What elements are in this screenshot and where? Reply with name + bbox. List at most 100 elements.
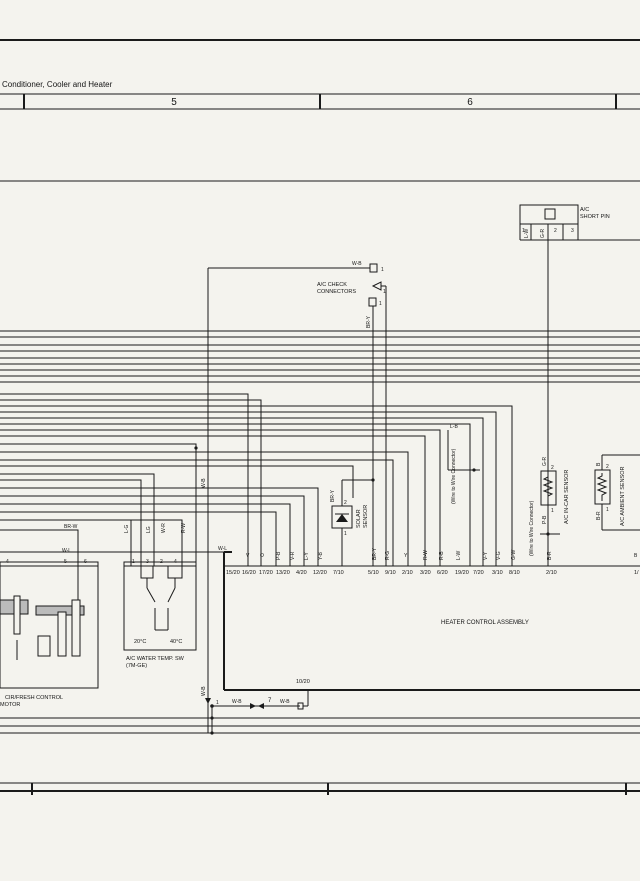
svg-text:19/20: 19/20 [455,570,469,576]
svg-text:W-B: W-B [201,686,207,696]
solar-sensor-label-1: SOLAR [356,509,362,528]
water-temp-sw-label-2: (7M-GE) [126,663,147,669]
column-label-6: 6 [467,97,473,108]
svg-text:6/20: 6/20 [437,570,448,576]
ac-short-pin-label-2: SHORT PIN [580,214,610,220]
svg-text:1: 1 [216,700,219,706]
wire-label-brw: BR-W [64,524,78,530]
wire-label-br-ambient: B-R [596,511,602,520]
connector-10-20: 10/20 [296,679,310,685]
check-connectors-label-2: CONNECTORS [317,289,356,295]
ambient-sensor-pin-1: 1 [606,507,609,513]
recirc-fresh-control-motor: 4 5 6 BR-W W-L CIR/FRESH CONTROL MOTOR [0,524,99,708]
wire-label-pb: P-B [542,515,548,524]
svg-text:O: O [260,553,264,559]
harness-bus-lines [0,330,640,566]
wire-label-b: B [596,462,602,466]
svg-text:V-Y: V-Y [483,551,489,560]
solar-sensor-label-2: SENSOR [363,505,369,528]
svg-text:L-W: L-W [456,551,462,560]
ac-short-pin-connector: 1 2 3 L-W G-R A/C SHORT PIN [519,204,640,535]
incar-sensor-pin-1: 1 [551,508,554,514]
motor-pin-6: 6 [84,559,87,565]
wire-label-bry-solar: BR-Y [330,489,336,502]
ac-water-temp-switch: 1 3 2 4 20°C 40°C L-G LG W-R R-W A/C WAT… [123,523,197,669]
svg-text:BR-Y: BR-Y [372,547,378,560]
svg-text:7/10: 7/10 [333,570,344,576]
section-title: Conditioner, Cooler and Heater [2,80,113,89]
svg-text:W-B: W-B [232,699,242,705]
svg-text:13/20: 13/20 [276,570,290,576]
wire-label-lw: L-W [524,229,530,238]
ground-connector-7: W-B 1 W-B 7 W-B [201,686,309,735]
svg-text:4/20: 4/20 [296,570,307,576]
motor-pin-5: 5 [64,559,67,565]
bottom-wire-colors: V O P-B V-R L-Y Y-B BR-Y R-G Y R-W R-B L… [246,547,638,560]
water-sw-pin-2: 2 [160,559,163,565]
ambient-sensor-pin-2: 2 [606,464,609,470]
wire-label-lg: L-G [124,525,130,533]
solar-sensor-pin-1: 1 [344,531,347,537]
check-conn-pin-top: 1 [381,267,384,273]
svg-text:V-G: V-G [496,551,502,560]
check-conn-pin-bottom: 1 [379,301,382,307]
svg-text:V-R: V-R [290,551,296,560]
solar-sensor-pin-2: 2 [344,500,347,506]
svg-text:8/10: 8/10 [509,570,520,576]
svg-text:9/10: 9/10 [385,570,396,576]
wire-label-lg2: LG [146,526,152,533]
wire-label-rw: R-W [181,523,187,533]
ac-short-pin-label-1: A/C [580,207,589,213]
wire-label-gr: G-R [542,456,548,466]
svg-text:Y-B: Y-B [318,551,324,560]
svg-text:5/10: 5/10 [368,570,379,576]
short-pin-terminal-3: 3 [571,228,574,234]
svg-text:3/20: 3/20 [420,570,431,576]
svg-text:1/: 1/ [634,570,639,576]
svg-text:B: B [634,553,638,559]
svg-text:2/10: 2/10 [546,570,557,576]
svg-text:2/10: 2/10 [402,570,413,576]
recirc-motor-label-2: MOTOR [0,702,20,708]
wire-label-wb-vertical: W-B [201,478,207,488]
wire-label-wr: W-R [161,523,167,533]
recirc-motor-label-1: CIR/FRESH CONTROL [5,695,63,701]
wire-label-wb-top: W-B [352,261,362,267]
short-pin-terminal-1: 1 [522,228,525,234]
svg-text:V: V [246,553,250,559]
check-conn-pin-mid: 1 [383,289,386,295]
wire-label-wl-motor: W-L [62,548,71,554]
svg-text:P-B: P-B [276,551,282,560]
water-sw-pin-4: 4 [174,559,177,565]
wire-to-wire-label-2: (Wire to Wire Connector) [529,500,535,556]
connector-7-label: 7 [268,698,272,704]
svg-text:G-W: G-W [511,549,517,560]
svg-text:R-B: R-B [439,551,445,560]
svg-text:B-R: B-R [547,551,553,560]
water-sw-pin-3: 3 [146,559,149,565]
column-label-5: 5 [171,97,177,108]
svg-text:7/20: 7/20 [473,570,484,576]
short-pin-terminal-2: 2 [554,228,557,234]
solar-sensor: 2 1 BR-Y SOLAR SENSOR [330,478,375,566]
wire-label-lb: L-B [450,424,458,430]
svg-text:12/20: 12/20 [313,570,327,576]
ambient-sensor-label: A/C AMBIENT SENSOR [620,466,626,526]
svg-text:Y: Y [404,553,408,559]
switch-temp-20: 20°C [134,639,146,645]
svg-text:W-B: W-B [280,699,290,705]
svg-text:L-Y: L-Y [304,552,310,560]
heater-control-assembly: HEATER CONTROL ASSEMBLY 10/20 [223,551,640,691]
water-sw-pin-1: 1 [132,559,135,565]
wire-label-wl-main: W-L [218,546,227,552]
incar-sensor-pin-2: 2 [551,465,554,471]
wire-label-gr-top: G-R [540,228,546,238]
incar-sensor-label: A/C IN-CAR SENSOR [564,470,570,524]
wire-to-wire-label-1: (Wire to Wire Connector) [451,448,457,504]
svg-text:16/20: 16/20 [242,570,256,576]
check-connectors-label-1: A/C CHECK [317,282,347,288]
bottom-terminal-numbers: 15/20 16/20 17/20 13/20 4/20 12/20 7/10 … [226,570,639,576]
wire-label-bry: BR-Y [366,315,372,328]
svg-text:3/10: 3/10 [492,570,503,576]
